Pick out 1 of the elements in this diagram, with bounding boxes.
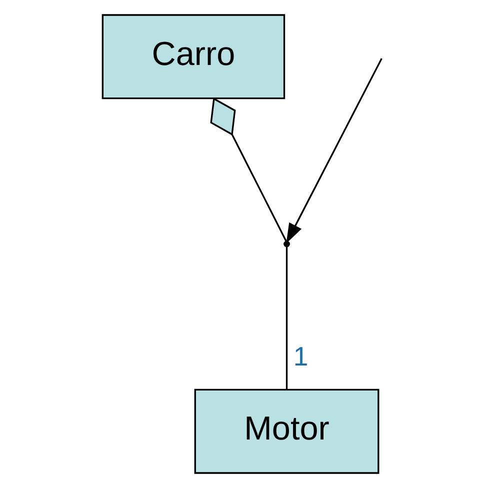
edge-label: 1 — [293, 342, 308, 372]
